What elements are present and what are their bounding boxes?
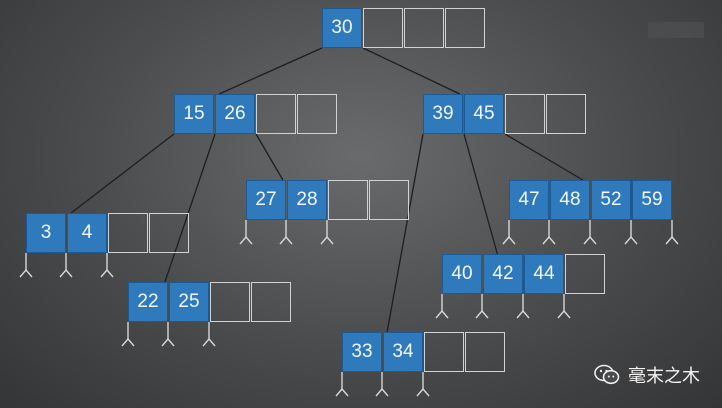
empty-slot bbox=[251, 282, 291, 322]
tree-edge bbox=[463, 133, 498, 255]
tree-edge bbox=[255, 133, 284, 181]
empty-slot bbox=[210, 282, 250, 322]
empty-slot bbox=[328, 180, 368, 220]
node-key: 42 bbox=[483, 254, 523, 294]
null-pointer-fork bbox=[239, 220, 253, 245]
node-key: 52 bbox=[591, 180, 631, 220]
null-pointer-fork bbox=[542, 220, 556, 245]
null-pointer-fork bbox=[121, 322, 135, 347]
empty-slot bbox=[465, 332, 505, 372]
null-pointer-fork bbox=[335, 372, 349, 397]
empty-slot bbox=[297, 94, 337, 134]
null-pointer-fork bbox=[665, 220, 679, 245]
tree-edge bbox=[70, 133, 175, 214]
null-pointer-fork bbox=[475, 294, 489, 319]
empty-slot bbox=[256, 94, 296, 134]
empty-slot bbox=[108, 213, 148, 253]
node-key: 33 bbox=[342, 332, 382, 372]
empty-slot bbox=[565, 254, 605, 294]
node-key: 22 bbox=[128, 282, 168, 322]
empty-slot bbox=[363, 8, 403, 48]
tree-node: 30 bbox=[322, 8, 486, 48]
node-key: 59 bbox=[632, 180, 672, 220]
null-pointer-fork bbox=[557, 294, 571, 319]
null-pointer-fork bbox=[320, 220, 334, 245]
null-pointer-fork bbox=[502, 220, 516, 245]
null-pointer-fork bbox=[516, 294, 530, 319]
null-pointer-fork bbox=[100, 253, 114, 278]
node-key: 27 bbox=[246, 180, 286, 220]
node-key: 28 bbox=[287, 180, 327, 220]
null-pointer-fork bbox=[624, 220, 638, 245]
empty-slot bbox=[149, 213, 189, 253]
node-key: 15 bbox=[174, 94, 214, 134]
empty-slot bbox=[546, 94, 586, 134]
node-key: 48 bbox=[550, 180, 590, 220]
empty-slot bbox=[424, 332, 464, 372]
wechat-icon bbox=[594, 364, 620, 385]
node-key: 25 bbox=[169, 282, 209, 322]
brand-text: 毫末之木 bbox=[628, 366, 700, 387]
empty-slot bbox=[404, 8, 444, 48]
node-key: 26 bbox=[215, 94, 255, 134]
node-key: 44 bbox=[524, 254, 564, 294]
watermark bbox=[648, 22, 704, 38]
tree-edge bbox=[362, 47, 461, 95]
node-key: 34 bbox=[383, 332, 423, 372]
empty-slot bbox=[505, 94, 545, 134]
tree-edge bbox=[386, 133, 424, 333]
node-key: 3 bbox=[26, 213, 66, 253]
node-key: 45 bbox=[464, 94, 504, 134]
null-pointer-fork bbox=[435, 294, 449, 319]
tree-edge bbox=[504, 133, 584, 181]
null-pointer-fork bbox=[59, 253, 73, 278]
null-pointer-fork bbox=[202, 322, 216, 347]
node-key: 47 bbox=[509, 180, 549, 220]
empty-slot bbox=[369, 180, 409, 220]
node-key: 40 bbox=[442, 254, 482, 294]
node-key: 4 bbox=[67, 213, 107, 253]
null-pointer-fork bbox=[375, 372, 389, 397]
tree-edge bbox=[164, 133, 216, 283]
empty-slot bbox=[445, 8, 485, 48]
null-pointer-fork bbox=[19, 253, 33, 278]
null-pointer-fork bbox=[583, 220, 597, 245]
null-pointer-fork bbox=[161, 322, 175, 347]
null-pointer-fork bbox=[279, 220, 293, 245]
null-pointer-fork bbox=[416, 372, 430, 397]
node-key: 39 bbox=[423, 94, 463, 134]
brand-watermark: 毫末之木 bbox=[594, 360, 700, 390]
tree-edge bbox=[218, 47, 323, 95]
node-key: 30 bbox=[322, 8, 362, 48]
